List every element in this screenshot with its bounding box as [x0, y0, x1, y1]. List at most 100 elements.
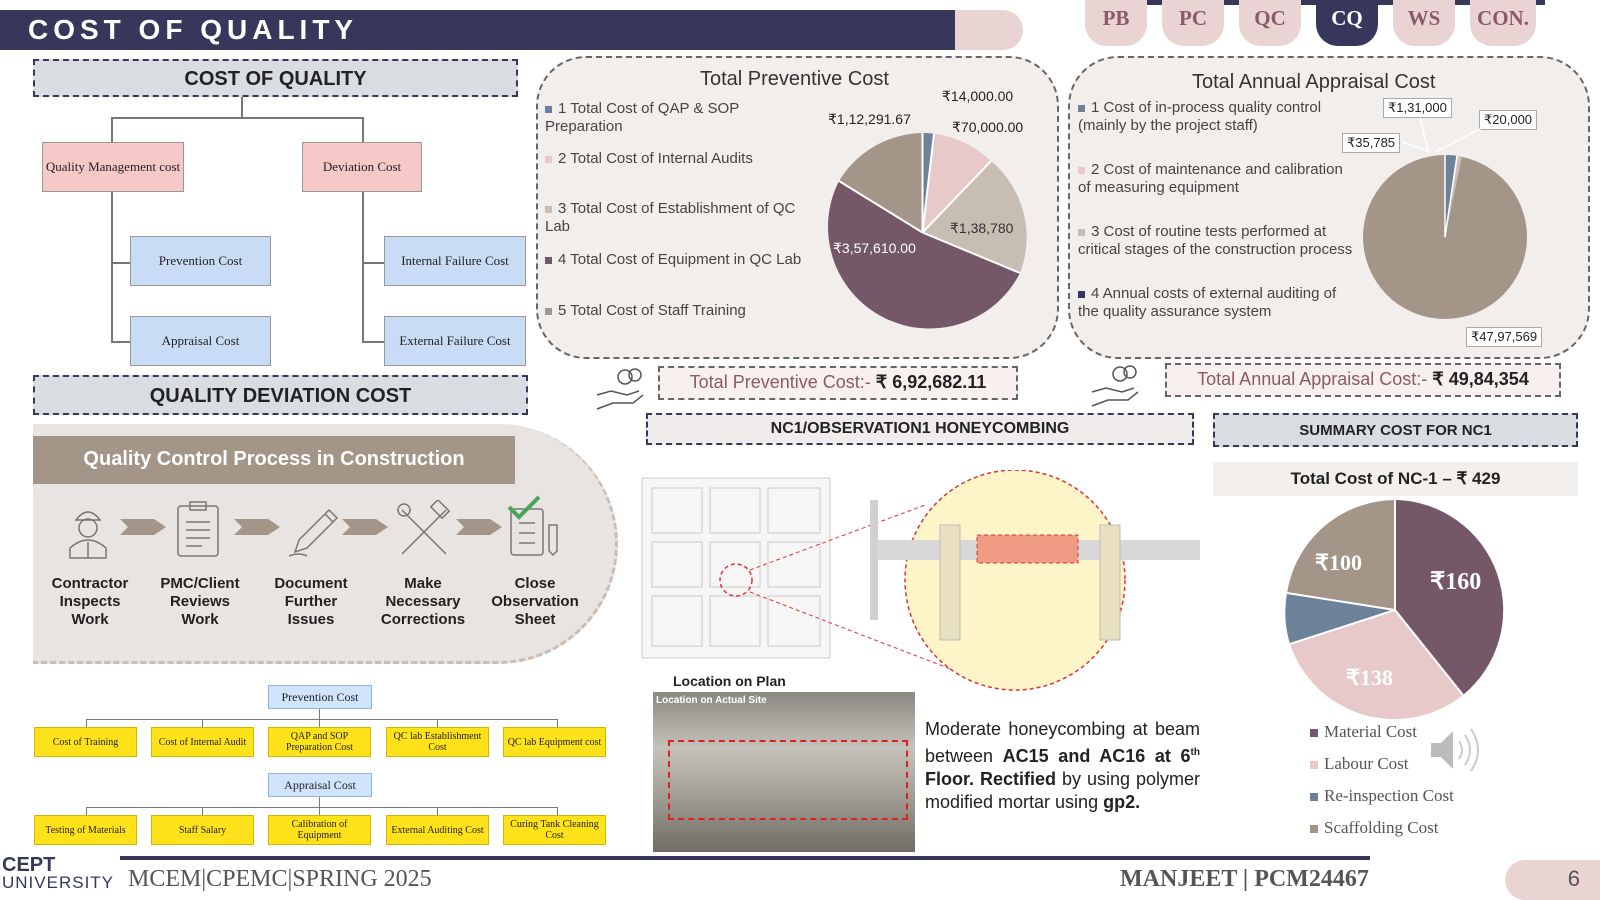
nc1-title: NC1/OBSERVATION1 HONEYCOMBING — [646, 413, 1194, 445]
legend-swatch — [1310, 729, 1318, 737]
clipboard-icon — [177, 501, 219, 557]
tree-connector — [362, 117, 364, 142]
quality-management-node: Quality Management cost — [42, 142, 184, 192]
appraisal-leader-lines — [1401, 117, 1483, 153]
money-hand-icon — [1091, 365, 1139, 407]
legend-label: 4 Total Cost of Equipment in QC Lab — [558, 251, 802, 268]
tree-connector — [86, 719, 87, 727]
tree-connector — [319, 807, 320, 815]
breakdown-item: Cost of Internal Audit — [151, 727, 254, 757]
tree-connector — [86, 807, 87, 815]
legend-item: Labour Cost — [1310, 748, 1454, 780]
breakdown-item: Testing of Materials — [34, 815, 137, 845]
legend-swatch — [1078, 228, 1085, 236]
speaker-icon[interactable] — [1425, 725, 1485, 775]
legend-swatch — [545, 307, 552, 315]
breakdown-item: Staff Salary — [151, 815, 254, 845]
site-defect-highlight — [668, 740, 908, 820]
legend-swatch — [545, 205, 552, 213]
preventive-label-lab: ₹1,38,780 — [950, 220, 1014, 236]
preventive-total-value: ₹ 6,92,682.11 — [875, 372, 987, 392]
honeycomb-highlight — [976, 534, 1079, 564]
tree-connector — [362, 192, 364, 342]
legend-label: 2 Cost of maintenance and calibration of… — [1078, 161, 1343, 196]
tree-connector — [111, 117, 113, 142]
pie-slice-audits — [922, 133, 991, 233]
legend-label: 5 Total Cost of Staff Training — [558, 302, 746, 319]
legend-swatch — [1310, 793, 1318, 801]
breakdown-item: QC lab Equipment cost — [503, 727, 606, 757]
tab-ws[interactable]: WS — [1393, 0, 1455, 46]
tree-connector — [86, 807, 558, 808]
pen-icon — [288, 508, 339, 557]
legend-label: Material Cost — [1324, 722, 1418, 741]
step-label-corrections: Make Necessary Corrections — [380, 575, 466, 628]
tab-qc[interactable]: QC — [1239, 0, 1301, 46]
legend-item: Scaffolding Cost — [1310, 812, 1454, 844]
legend-item: 4 Annual costs of external auditing of t… — [1078, 285, 1353, 321]
appraisal-label-in-process: ₹1,31,000 — [1383, 98, 1452, 118]
appraisal-total-label: Total Annual Appraisal Cost:- — [1197, 369, 1433, 389]
preventive-pie — [827, 133, 1027, 329]
page-number: 6 — [1505, 860, 1600, 900]
legend-swatch — [545, 256, 552, 264]
legend-item: 1 Total Cost of QAP & SOP Preparation — [545, 100, 815, 150]
worker-icon — [69, 511, 107, 559]
summary-title: SUMMARY COST FOR NC1 — [1213, 413, 1578, 447]
breakdown-item: Cost of Training — [34, 727, 137, 757]
legend-label: 2 Total Cost of Internal Audits — [558, 150, 753, 167]
tree-connector — [362, 341, 384, 343]
external-failure-node: External Failure Cost — [384, 316, 526, 366]
page-title: COST OF QUALITY — [28, 14, 359, 45]
tree-connector — [202, 807, 203, 815]
tab-pb[interactable]: PB — [1085, 0, 1147, 46]
process-title: Quality Control Process in Construction — [33, 436, 515, 484]
legend-label: 1 Total Cost of QAP & SOP Preparation — [545, 100, 739, 135]
money-hand-icon — [596, 368, 644, 410]
breakdown-item: External Auditing Cost — [386, 815, 489, 845]
step-label-review: PMC/Client Reviews Work — [160, 575, 240, 628]
tree-connector — [202, 719, 203, 727]
appraisal-total-box: Total Annual Appraisal Cost:- ₹ 49,84,35… — [1165, 363, 1561, 397]
footer-line — [120, 856, 1370, 860]
tree-connector — [86, 719, 558, 720]
footer-author: MANJEET | PCM24467 — [1120, 866, 1369, 892]
footer-course: MCEM|CPEMC|SPRING 2025 — [128, 866, 432, 892]
legend-label: Labour Cost — [1324, 754, 1409, 773]
summary-label-scaffolding: ₹100 — [1315, 550, 1362, 575]
legend-swatch — [1078, 104, 1085, 112]
pie-slice-equipment — [827, 181, 1020, 329]
legend-item: 1 Cost of in-process quality control (ma… — [1078, 99, 1353, 161]
legend-label: 3 Total Cost of Establishment of QC Lab — [545, 200, 796, 235]
summary-legend: Material Cost Labour Cost Re-inspection … — [1310, 716, 1454, 844]
check-mark — [507, 495, 541, 520]
legend-swatch — [1078, 290, 1085, 298]
tab-pc[interactable]: PC — [1162, 0, 1224, 46]
tab-cq[interactable]: CQ — [1316, 0, 1378, 46]
preventive-chart-title: Total Preventive Cost — [700, 68, 889, 90]
legend-label: 1 Cost of in-process quality control (ma… — [1078, 99, 1322, 134]
legend-label: Re-inspection Cost — [1324, 786, 1454, 805]
preventive-label-training: ₹1,12,291.67 — [828, 111, 911, 127]
nc1-description: Moderate honeycombing at beam between AC… — [925, 719, 1200, 812]
tree-connector — [362, 262, 384, 264]
preventive-label-audits: ₹70,000.00 — [952, 119, 1024, 135]
checklist-icon — [507, 495, 558, 557]
legend-item: 2 Total Cost of Internal Audits — [545, 150, 815, 200]
legend-item: 3 Cost of routine tests performed at cri… — [1078, 223, 1353, 285]
legend-item: Material Cost — [1310, 716, 1454, 748]
tab-con[interactable]: CON. — [1470, 0, 1536, 46]
step-label-document: Document Further Issues — [274, 575, 348, 628]
pie-slice-labour — [1290, 610, 1463, 720]
tab-bar-line — [1085, 0, 1545, 5]
step-label-inspect: Contractor Inspects Work — [51, 575, 129, 628]
preventive-legend: 1 Total Cost of QAP & SOP Preparation 2 … — [545, 100, 815, 322]
cq-tree-title: COST OF QUALITY — [33, 59, 518, 97]
process-arrow — [342, 519, 388, 535]
preventive-label-equipment: ₹3,57,610.00 — [833, 240, 916, 256]
pie-slice-routine-tests — [1445, 156, 1462, 237]
legend-item: 2 Cost of maintenance and calibration of… — [1078, 161, 1353, 223]
legend-swatch — [1310, 761, 1318, 769]
breakdown-item: Curing Tank Cleaning Cost — [503, 815, 606, 845]
